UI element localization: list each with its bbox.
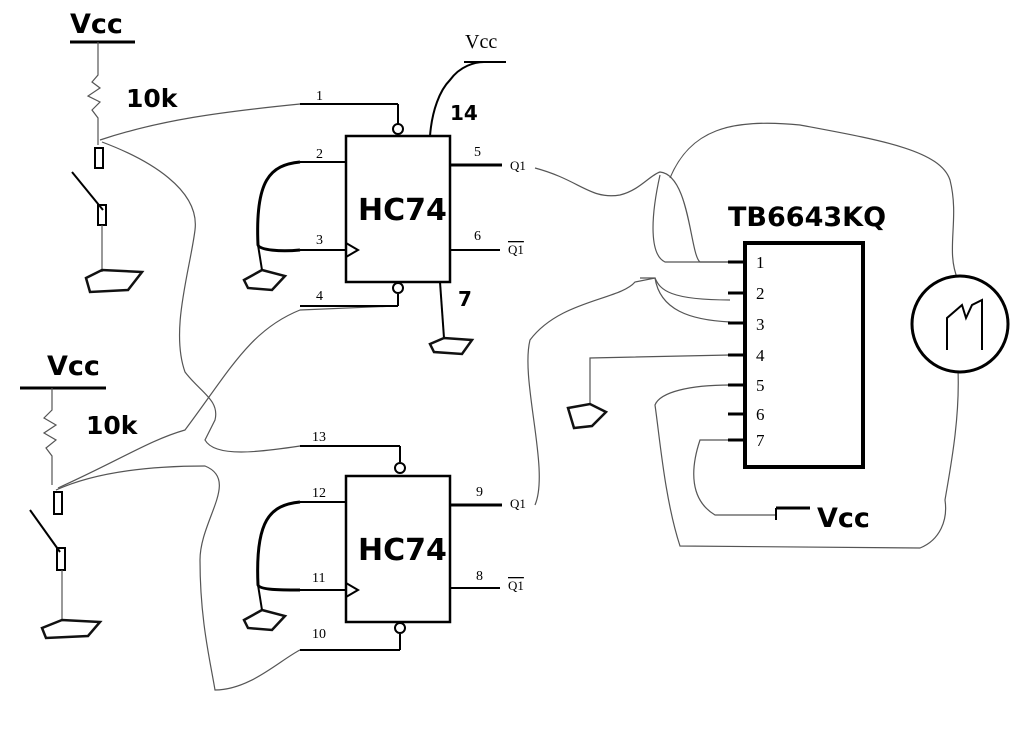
driver-pin6-label: 6: [756, 405, 765, 424]
ff2-pin11-label: 11: [312, 571, 325, 586]
ff1-pin3-label: 3: [316, 233, 323, 248]
ff1-q-label: Q1: [510, 158, 526, 173]
ff2-pin8-label: 8: [476, 569, 483, 584]
ff2-pin10-label: 10: [312, 627, 326, 642]
switch-contact-mid-icon: [53, 491, 63, 515]
driver-pin7-label: 7: [756, 431, 765, 450]
ground-mid-left-icon: [40, 618, 103, 640]
driver-vcc-label: Vcc: [817, 503, 870, 534]
clock-triangle-icon: [345, 242, 360, 258]
ff1-pin7-label: 7: [458, 287, 472, 311]
interconnect-wires: [55, 103, 959, 691]
ground-ff1-icon: [242, 268, 288, 292]
ff2-pin13-label: 13: [312, 430, 326, 445]
ff1-qbar-label: Q1: [508, 242, 524, 257]
ff2-q-label: Q1: [510, 496, 526, 511]
driver-ic: TB6643KQ 1 2 3 4 5 6 7 Vcc: [566, 202, 886, 534]
ground-ff2-icon: [242, 608, 288, 632]
preset-bubble-2-icon: [394, 462, 406, 474]
ff2-qbar-label: Q1: [508, 578, 524, 593]
driver-pin5-label: 5: [756, 376, 765, 395]
ground-top-left-icon: [84, 268, 145, 294]
driver-pin2-label: 2: [756, 284, 765, 303]
switch-contact-top-icon: [94, 147, 104, 169]
flipflop-top-body: [344, 134, 452, 284]
switch-contact-mid2-icon: [56, 547, 66, 571]
switch-lever-top-icon: [71, 171, 104, 211]
mid-pullup-branch: Vcc 10k: [20, 351, 139, 640]
flipflop-bottom: HC74 13 12 11 10 9 Q1 8 Q1: [242, 430, 526, 651]
vcc-label-top: Vcc: [70, 9, 123, 40]
ff1-pin5-label: 5: [474, 145, 481, 160]
preset-bubble-icon: [392, 123, 404, 135]
ff1-pin6-label: 6: [474, 229, 481, 244]
flipflop-bottom-label: HC74: [358, 533, 447, 568]
driver-body: [743, 241, 865, 469]
ff1-pin14-label: 14: [450, 101, 478, 125]
driver-pin1-label: 1: [756, 253, 765, 272]
ff2-pin12-label: 12: [312, 486, 326, 501]
ground-ff1-pin7-icon: [428, 336, 475, 356]
ff1-pin1-label: 1: [316, 89, 323, 104]
resistor-top-icon: [86, 42, 102, 145]
ff2-pin9-label: 9: [476, 485, 483, 500]
flipflop-bottom-body: [344, 474, 452, 624]
ff-vcc-label: Vcc: [465, 31, 497, 53]
resistor-label-top: 10k: [126, 84, 179, 113]
clear-bubble-2-icon: [394, 622, 406, 634]
ff1-pin4-label: 4: [316, 289, 323, 304]
clock-triangle-2-icon: [345, 582, 360, 598]
switch-lever-mid-icon: [29, 509, 61, 553]
vcc-label-mid: Vcc: [47, 351, 100, 382]
flipflop-top: HC74 1 2 3 4 Vcc 14 7 5 Q1 6: [242, 31, 526, 356]
clear-bubble-icon: [392, 282, 404, 294]
driver-pin3-label: 3: [756, 315, 765, 334]
resistor-label-mid: 10k: [86, 411, 139, 440]
motor: [910, 274, 1010, 374]
motor-symbol-icon: [910, 274, 1010, 374]
driver-label: TB6643KQ: [728, 202, 886, 233]
ff1-pin2-label: 2: [316, 147, 323, 162]
top-pullup-branch: Vcc 10k: [70, 9, 179, 294]
resistor-mid-icon: [42, 388, 58, 485]
flipflop-top-label: HC74: [358, 193, 447, 228]
ground-driver-icon: [566, 402, 609, 430]
driver-pin4-label: 4: [756, 346, 765, 365]
